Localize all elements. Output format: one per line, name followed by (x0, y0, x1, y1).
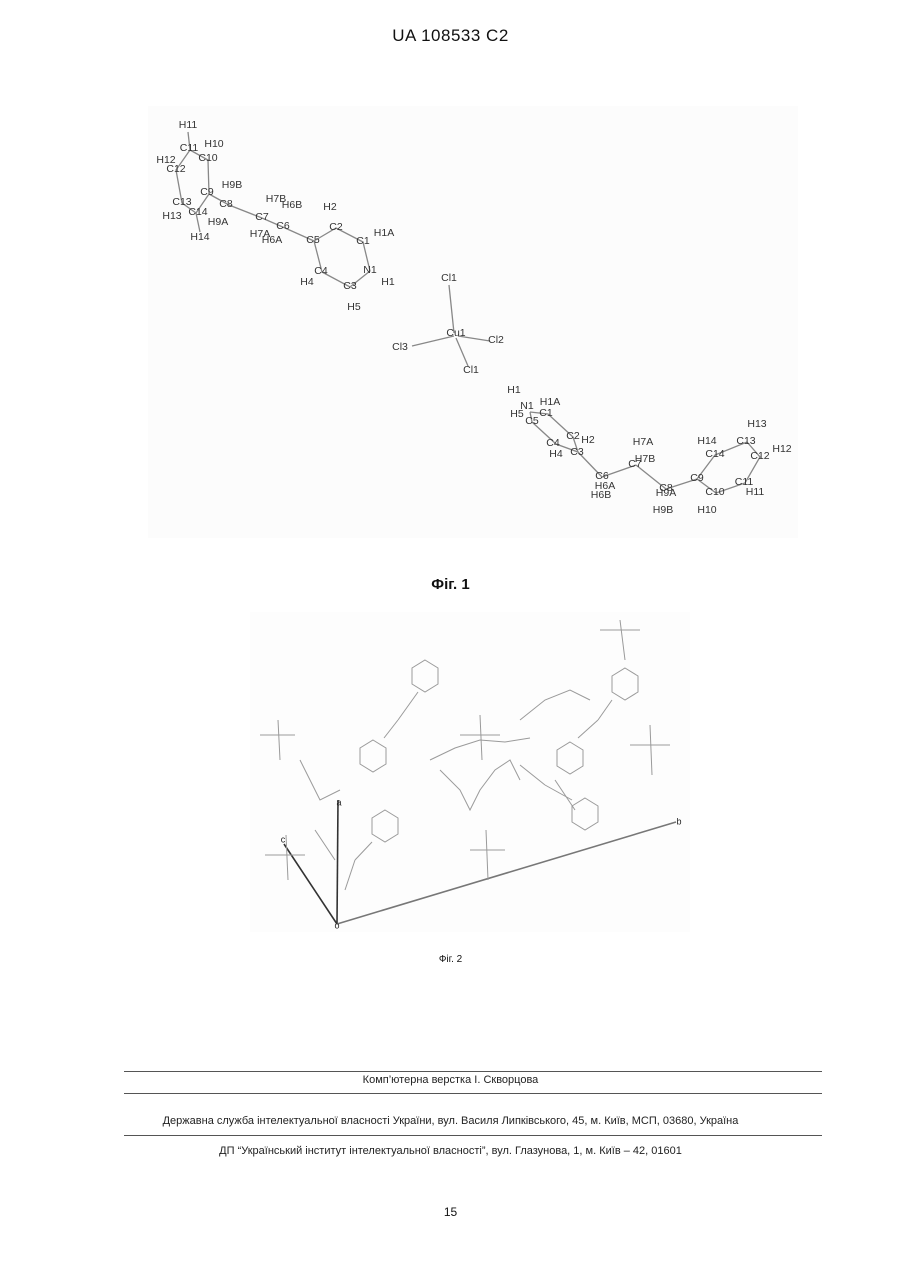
packing-molecules (260, 620, 670, 890)
footer-rule-bottom (124, 1135, 822, 1136)
axis-label: a (336, 797, 341, 807)
unit-cell-axes (284, 800, 676, 924)
footer-rule-middle (124, 1093, 822, 1094)
footer-rule-top (124, 1071, 822, 1072)
axis-labels: a c b o (281, 797, 682, 930)
figure-2-packing: a c b o (0, 0, 901, 960)
page-number: 15 (0, 1205, 901, 1219)
axis-label: b (676, 816, 681, 826)
agency-address: Державна служба інтелектуальної власност… (0, 1115, 901, 1127)
axis-label: c (281, 834, 286, 844)
typesetting-credit: Комп’ютерна верстка І. Скворцова (0, 1074, 901, 1086)
axis-label: o (334, 920, 339, 930)
institute-address: ДП “Український інститут інтелектуальної… (0, 1145, 901, 1157)
figure-2-caption: Фіг. 2 (0, 954, 901, 965)
